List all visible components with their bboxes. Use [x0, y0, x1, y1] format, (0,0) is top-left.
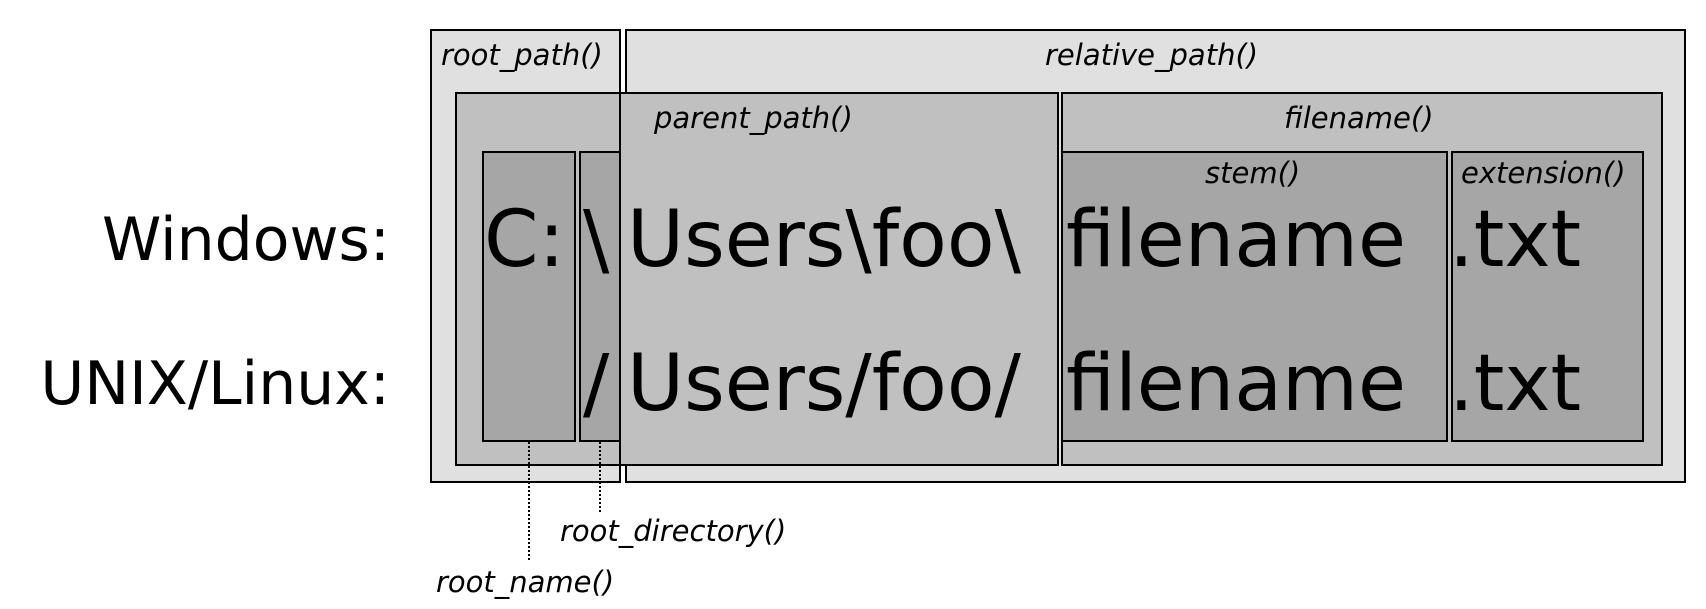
stem-label: stem()	[1205, 156, 1301, 190]
root-name-box	[482, 151, 576, 442]
relative-path-label: relative_path()	[1045, 38, 1259, 72]
root-path-label: root_path()	[441, 38, 603, 72]
root-directory-callout: root_directory()	[560, 514, 787, 548]
parent-path-label: parent_path()	[654, 101, 853, 135]
windows-row-label: Windows:	[101, 205, 390, 275]
filename-label: filename()	[1284, 101, 1434, 135]
root-path-outline	[430, 29, 621, 483]
unix-stem: filename	[1066, 339, 1406, 429]
windows-root-name: C:	[484, 195, 565, 285]
windows-stem: filename	[1066, 195, 1406, 285]
windows-root-directory: \	[583, 195, 610, 285]
parent-path-relative-part	[625, 92, 1059, 466]
extension-label: extension()	[1461, 156, 1626, 190]
root-directory-leader	[599, 442, 601, 512]
windows-extension: .txt	[1449, 195, 1582, 285]
unix-parent-rest: Users/foo/	[627, 339, 1021, 429]
root-name-callout: root_name()	[436, 565, 615, 599]
stem-box	[1061, 151, 1448, 442]
unix-root-directory: /	[583, 339, 610, 429]
extension-box	[1451, 151, 1644, 442]
unix-row-label: UNIX/Linux:	[40, 349, 390, 419]
root-name-leader	[528, 442, 530, 560]
windows-parent-rest: Users\foo\	[627, 195, 1021, 285]
unix-extension: .txt	[1449, 339, 1582, 429]
